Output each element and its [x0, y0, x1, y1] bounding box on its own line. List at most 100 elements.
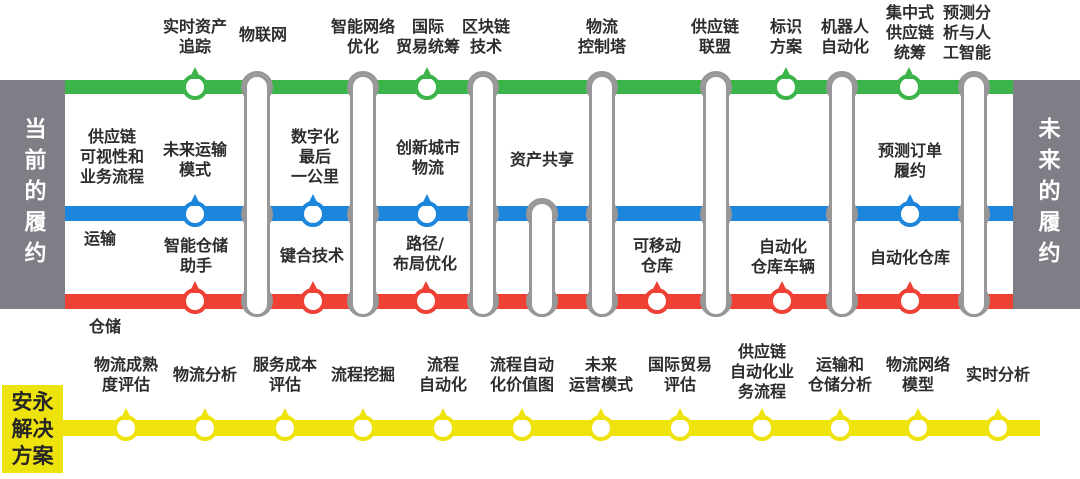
- yellow-line-ey-solutions: [63, 420, 1040, 436]
- label-cost-to-serve-assessment: 服务成本 评估: [252, 355, 318, 394]
- yellow-line-station: [827, 408, 853, 441]
- label-smart-warehouse-assistant: 智能仓储 助手: [163, 236, 229, 275]
- current-fulfillment-panel: 当前的履约: [0, 80, 65, 309]
- station-pointer-icon: [912, 408, 924, 420]
- label-supply-chain-automation-business-process: 供应链 自动化业 务流程: [729, 342, 795, 401]
- yellow-line-station: [905, 408, 931, 441]
- yellow-line-station: [588, 408, 614, 441]
- label-asset-sharing: 资产共享: [509, 150, 575, 169]
- label-labeling-solution: 标识 方案: [769, 17, 803, 56]
- yellow-line-station: [272, 408, 298, 441]
- label-process-automation-value-map: 流程自动 化价值图: [489, 355, 555, 394]
- station-pointer-icon: [437, 408, 449, 420]
- interchange-capsule: [961, 74, 987, 317]
- label-process-mining: 流程挖掘: [330, 365, 396, 384]
- ey-solutions-box: 安永 解决 方案: [2, 385, 63, 473]
- label-logistics-control-tower: 物流 控制塔: [577, 17, 627, 56]
- station-pointer-icon: [307, 194, 319, 206]
- ey-solutions-label: 安永 解决 方案: [11, 389, 54, 468]
- station-pointer-icon: [834, 408, 846, 420]
- label-logistics-analytics: 物流分析: [172, 365, 238, 384]
- station-pointer-icon: [992, 408, 1004, 420]
- station-pointer-icon: [903, 67, 915, 79]
- label-innovative-urban-logistics: 创新城市 物流: [395, 138, 461, 177]
- current-fulfillment-label: 当前的履约: [20, 117, 46, 272]
- interchange-capsule: [350, 74, 376, 317]
- station-pointer-icon: [189, 281, 201, 293]
- label-mobile-warehouse: 可移动 仓库: [632, 236, 682, 275]
- yellow-line-station: [985, 408, 1011, 441]
- label-real-time-analytics: 实时分析: [965, 365, 1031, 384]
- station-pointer-icon: [780, 67, 792, 79]
- station-pointer-icon: [120, 408, 132, 420]
- label-predictive-order-fulfillment: 预测订单 履约: [877, 141, 943, 180]
- red-line-station: [897, 281, 923, 314]
- interchange-capsule: [244, 74, 270, 317]
- blue-line-station: [897, 194, 923, 227]
- station-pointer-icon: [189, 67, 201, 79]
- blue-line-station: [300, 194, 326, 227]
- yellow-line-station: [667, 408, 693, 441]
- label-international-trade-assessment: 国际贸易 评估: [647, 355, 713, 394]
- label-digital-last-mile: 数字化 最后 一公里: [290, 127, 340, 186]
- station-pointer-icon: [421, 67, 433, 79]
- red-line-station: [413, 281, 439, 314]
- station-pointer-icon: [189, 194, 201, 206]
- label-logistics-maturity-assessment: 物流成熟 度评估: [93, 355, 159, 394]
- future-fulfillment-panel: 未来的履约: [1013, 80, 1080, 309]
- label-transport-warehouse-analytics: 运输和 仓储分析: [807, 355, 873, 394]
- blue-line-station: [414, 194, 440, 227]
- station-pointer-icon: [516, 408, 528, 420]
- label-robotic-automation: 机器人 自动化: [820, 17, 870, 56]
- station-pointer-icon: [199, 408, 211, 420]
- yellow-line-station: [113, 408, 139, 441]
- green-line-station: [182, 67, 208, 100]
- station-pointer-icon: [420, 281, 432, 293]
- label-automated-warehouse-vehicles: 自动化 仓库车辆: [750, 237, 816, 276]
- label-bonding-technology: 键合技术: [279, 246, 345, 265]
- label-transport-line-name: 运输: [83, 229, 117, 248]
- label-logistics-network-modeling: 物流网络 模型: [885, 355, 951, 394]
- station-pointer-icon: [595, 408, 607, 420]
- station-pointer-icon: [307, 281, 319, 293]
- interchange-capsule: [470, 74, 496, 317]
- green-line-station: [896, 67, 922, 100]
- label-predictive-analytics-and-ai: 预测分 析与人 工智能: [942, 3, 992, 62]
- station-pointer-icon: [776, 281, 788, 293]
- red-line-station: [182, 281, 208, 314]
- station-pointer-icon: [674, 408, 686, 420]
- station-pointer-icon: [279, 408, 291, 420]
- blue-line-station: [182, 194, 208, 227]
- station-pointer-icon: [357, 408, 369, 420]
- station-pointer-icon: [904, 194, 916, 206]
- label-intelligent-network-optimization: 智能网络 优化: [330, 17, 396, 56]
- red-line-station: [300, 281, 326, 314]
- red-line-station: [769, 281, 795, 314]
- label-real-time-asset-tracking: 实时资产 追踪: [162, 17, 228, 56]
- label-iot: 物联网: [238, 25, 288, 44]
- label-blockchain-technology: 区块链 技术: [461, 17, 511, 56]
- label-automated-warehouse: 自动化仓库: [869, 248, 951, 267]
- station-pointer-icon: [651, 281, 663, 293]
- interchange-capsule: [703, 74, 729, 317]
- label-route-layout-optimization: 路径/ 布局优化: [392, 234, 458, 273]
- yellow-line-station: [192, 408, 218, 441]
- station-pointer-icon: [904, 281, 916, 293]
- green-line-station: [414, 67, 440, 100]
- interchange-capsule: [829, 74, 855, 317]
- label-future-transport-modes: 未来运输 模式: [162, 140, 228, 179]
- station-pointer-icon: [756, 408, 768, 420]
- label-supply-chain-alliance: 供应链 联盟: [690, 17, 740, 56]
- yellow-line-station: [430, 408, 456, 441]
- label-warehouse-line-name: 仓储: [88, 317, 122, 336]
- station-pointer-icon: [421, 194, 433, 206]
- green-line-station: [773, 67, 799, 100]
- yellow-line-station: [509, 408, 535, 441]
- yellow-line-station: [749, 408, 775, 441]
- interchange-capsule: [589, 74, 615, 317]
- label-international-trade-orchestration: 国际 贸易统筹: [395, 17, 461, 56]
- label-future-operating-model: 未来 运营模式: [568, 355, 634, 394]
- red-line-station: [644, 281, 670, 314]
- label-process-automation: 流程 自动化: [418, 355, 468, 394]
